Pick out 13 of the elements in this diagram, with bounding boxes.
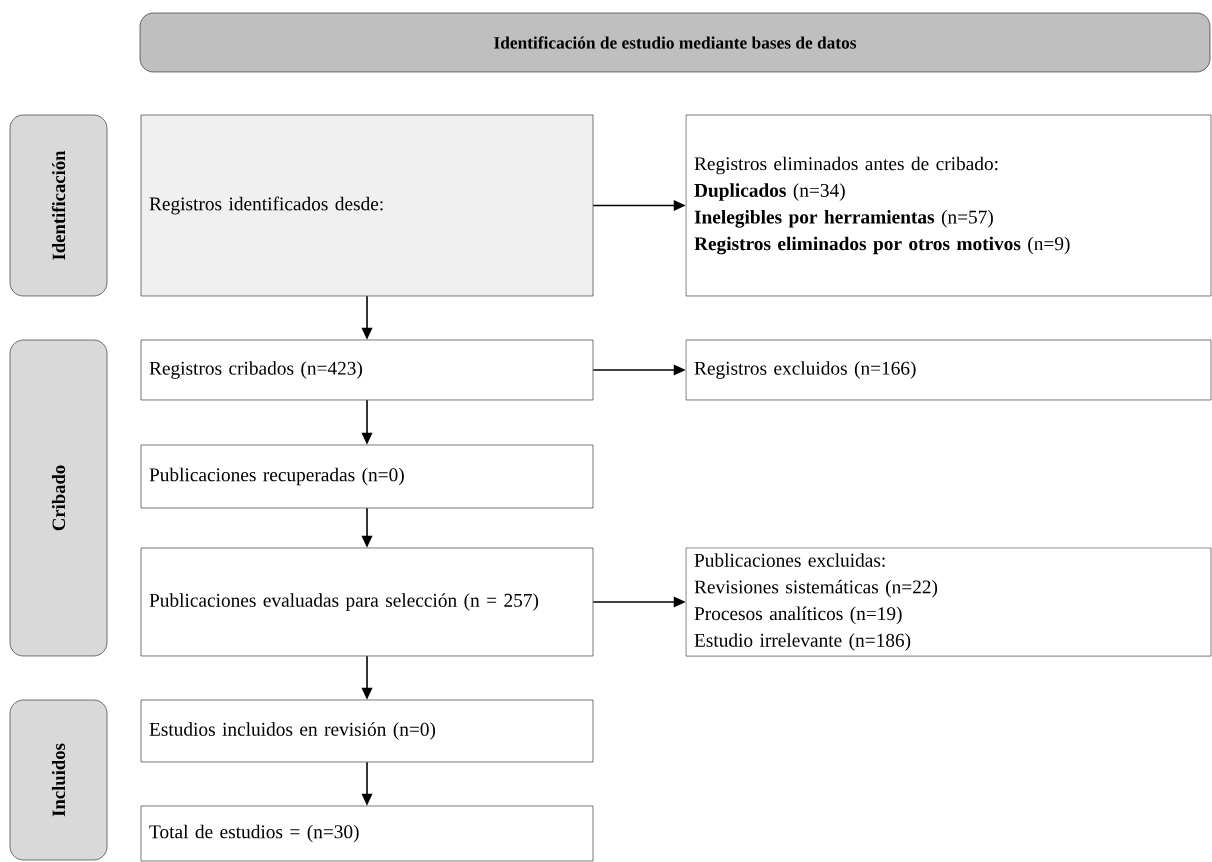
process-box: Total de estudios = (n=30): [140, 805, 594, 862]
process-box: Estudios incluidos en revisión (n=0): [140, 699, 594, 763]
process-box: Registros eliminados antes de cribado: Duplicados (n=34) Inelegibles por herramientas (n=57) Registros eliminados por otros motivos (n=9): [685, 114, 1212, 297]
phase-band: Cribado: [9, 339, 108, 657]
process-box: Registros excluidos (n=166): [685, 339, 1212, 401]
process-box: Publicaciones evaluadas para selección (n = 257): [140, 547, 594, 657]
header-band: Identificación de estudio mediante bases de datos: [139, 12, 1211, 73]
phase-band: Identificación: [9, 114, 108, 297]
phase-band: Incluidos: [9, 699, 108, 861]
process-box: Registros cribados (n=423): [140, 339, 594, 401]
process-box: Publicaciones excluidas: Revisiones sistemáticas (n=22) Procesos analíticos (n=19) Estudio irrelevante (n=186): [685, 547, 1212, 657]
process-box: Registros identificados desde:: [140, 114, 594, 297]
process-box: Publicaciones recuperadas (n=0): [140, 444, 594, 509]
